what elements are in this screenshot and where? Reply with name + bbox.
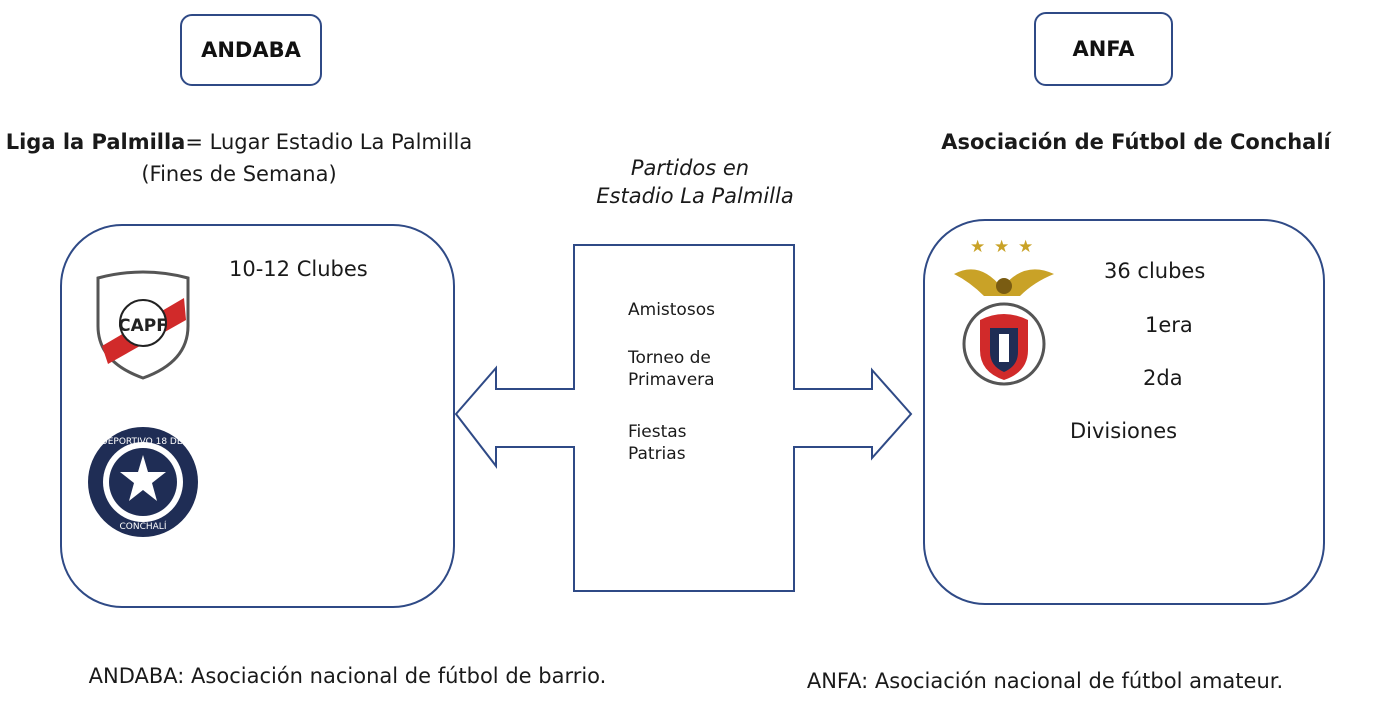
svg-text:★: ★ (970, 237, 985, 257)
anfa-box-label: ANFA (1072, 37, 1135, 61)
center-heading-line1: Partidos en (630, 156, 750, 180)
anfa-box: ANFA (1034, 12, 1173, 86)
center-heading-line2: Estadio La Palmilla (596, 184, 794, 208)
left-heading-rest: = Lugar Estadio La Palmilla (Fines de Se… (141, 130, 473, 186)
arrow-item-amistosos: Amistosos (628, 300, 715, 320)
andaba-box-label: ANDABA (201, 38, 301, 62)
svg-text:★: ★ (1018, 237, 1033, 257)
double-arrow (454, 244, 913, 592)
badge-bottom-text: CONCHALÍ (120, 520, 167, 532)
eagle-crest-logo: ★ ★ ★ (954, 237, 1054, 386)
arrow-item-fiestas: Fiestas Patrias (628, 422, 687, 464)
footer-left-note: ANDABA: Asociación nacional de fútbol de… (88, 664, 607, 688)
left-heading-bold: Liga la Palmilla (5, 130, 186, 154)
andaba-box: ANDABA (180, 14, 322, 86)
right-card-divisions: Divisiones (1070, 419, 1178, 443)
footer-right-note: ANFA: Asociación nacional de fútbol amat… (806, 669, 1284, 693)
arrow-item-torneo: Torneo de Primavera (628, 348, 715, 390)
badge-ring-text: CLUB DEPORTIVO 18 DE ABRIL (86, 437, 200, 447)
left-card-clubs: 10-12 Clubes (229, 257, 368, 281)
left-heading: Liga la Palmilla= Lugar Estadio La Palmi… (0, 126, 478, 190)
club-badge-logo: CLUB DEPORTIVO 18 DE ABRIL CONCHALÍ (86, 427, 200, 537)
capf-crest-logo: CAPF (96, 270, 190, 380)
right-card-clubs: 36 clubes (1104, 259, 1206, 283)
svg-text:★: ★ (994, 237, 1009, 257)
right-card-div2: 2da (1143, 366, 1183, 390)
right-heading: Asociación de Fútbol de Conchalí (890, 126, 1382, 158)
right-heading-text: Asociación de Fútbol de Conchalí (941, 130, 1331, 154)
right-card-div1: 1era (1145, 313, 1193, 337)
capf-crest-text: CAPF (118, 316, 168, 336)
